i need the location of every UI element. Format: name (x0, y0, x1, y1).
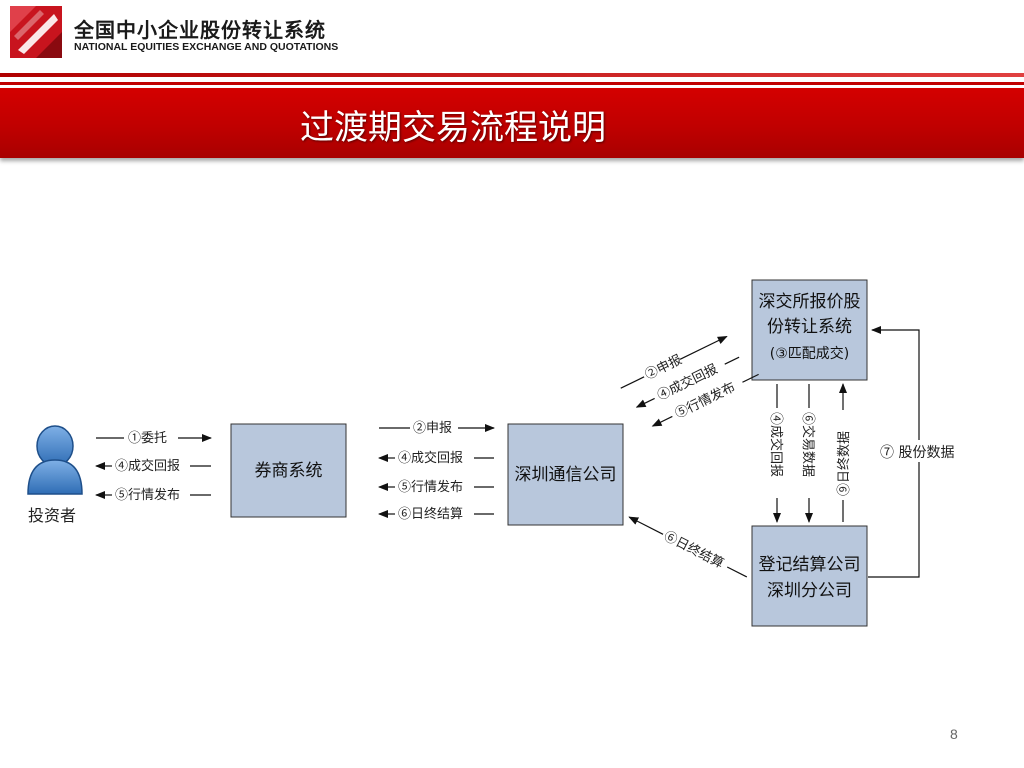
clearing-company-label-1: 登记结算公司 (759, 555, 861, 575)
edge-label-settlement-2: ⑥日终结算 (661, 528, 726, 572)
title-band (0, 88, 1024, 158)
edge-label-quote-2: ⑤行情发布 (398, 479, 463, 495)
clearing-company-label-2: 深圳分公司 (767, 581, 852, 601)
org-name-en: NATIONAL EQUITIES EXCHANGE AND QUOTATION… (74, 41, 339, 53)
szse-system-label-2: 份转让系统 (767, 317, 852, 337)
org-name-cn: 全国中小企业股份转让系统 (74, 18, 326, 42)
title-band-line (0, 82, 1024, 85)
edge-clearing-comm: ⑥日终结算 (628, 516, 748, 578)
edge-comm-szse-group: ②申报 ④成交回报 ⑤行情发布 (620, 335, 759, 427)
edge-label-trade-report-2: ④成交回报 (398, 450, 463, 466)
page-title: 过渡期交易流程说明 (300, 108, 606, 148)
investor-label: 投资者 (28, 506, 76, 525)
page-number: 8 (950, 726, 958, 742)
szse-system-label-3: (③匹配成交) (770, 345, 849, 362)
broker-system-label: 券商系统 (255, 461, 323, 481)
szse-system-label-1: 深交所报价股 (759, 292, 861, 312)
edge-label-declare-1: ②申报 (413, 421, 452, 436)
edge-label-daily-data: ⑨日终数据 (836, 431, 852, 496)
edge-label-trade-report-1: ④成交回报 (115, 458, 180, 474)
edge-label-settlement-1: ⑥日终结算 (398, 506, 463, 522)
edge-label-trade-report-4: ④成交回报 (768, 412, 784, 477)
szse-system-node (751, 279, 868, 381)
shenzhen-comm-label: 深圳通信公司 (515, 465, 617, 485)
edge-label-bg (874, 440, 966, 462)
edge-label-quote-1: ⑤行情发布 (115, 487, 180, 503)
edge-label-entrust: ①委托 (128, 431, 167, 446)
broker-system-node (230, 423, 347, 518)
shenzhen-comm-node (507, 423, 624, 526)
neeq-logo-icon (10, 6, 62, 58)
edge-label-share-data: ⑦ 股份数据 (880, 445, 954, 461)
edge-label-trade-data: ⑥交易数据 (800, 412, 816, 477)
header-divider (0, 73, 1024, 77)
clearing-company-node (751, 525, 868, 627)
person-icon (27, 425, 83, 495)
